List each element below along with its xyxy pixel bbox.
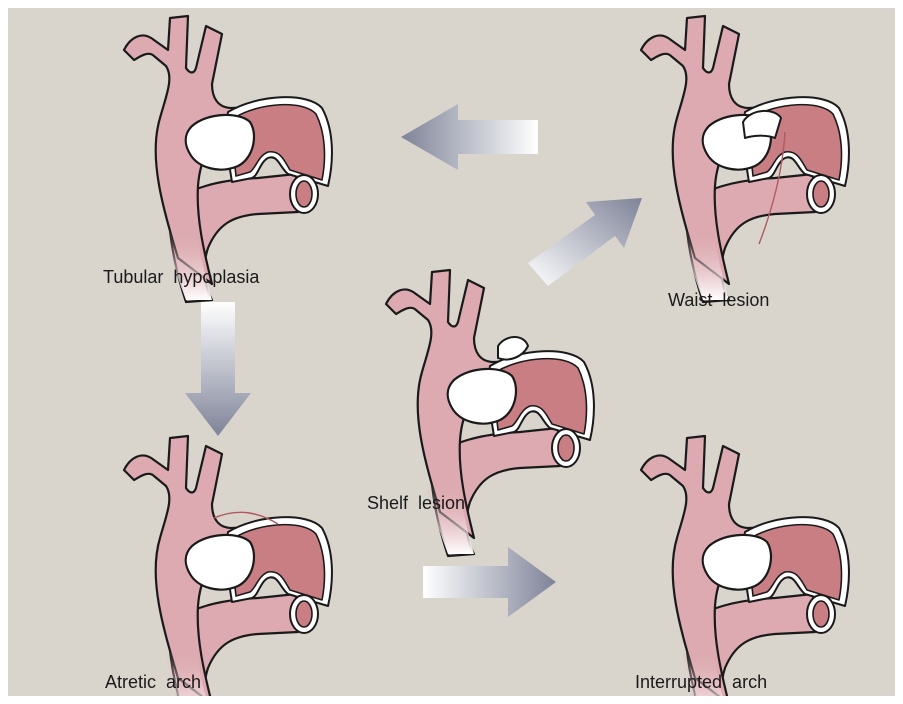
label-waist-lesion: Waist lesion [668, 290, 769, 311]
arrow-diagonal [528, 198, 642, 286]
label-atretic-arch: Atretic arch [105, 672, 201, 693]
heart-atretic-arch [124, 436, 332, 696]
heart-tubular-hypoplasia [124, 16, 332, 302]
diagram-panel: Tubular hypoplasia Waist lesion Shelf le… [8, 8, 895, 696]
label-tubular-hypoplasia: Tubular hypoplasia [103, 267, 259, 288]
aortic-arch-diagram [8, 8, 895, 696]
heart-waist-lesion [641, 16, 849, 302]
label-shelf-lesion: Shelf lesion [367, 493, 465, 514]
heart-interrupted-arch [641, 436, 849, 696]
arrow-right [423, 547, 556, 617]
arrow-down [185, 302, 251, 436]
label-interrupted-arch: Interrupted arch [635, 672, 767, 693]
arrow-left [401, 104, 538, 170]
